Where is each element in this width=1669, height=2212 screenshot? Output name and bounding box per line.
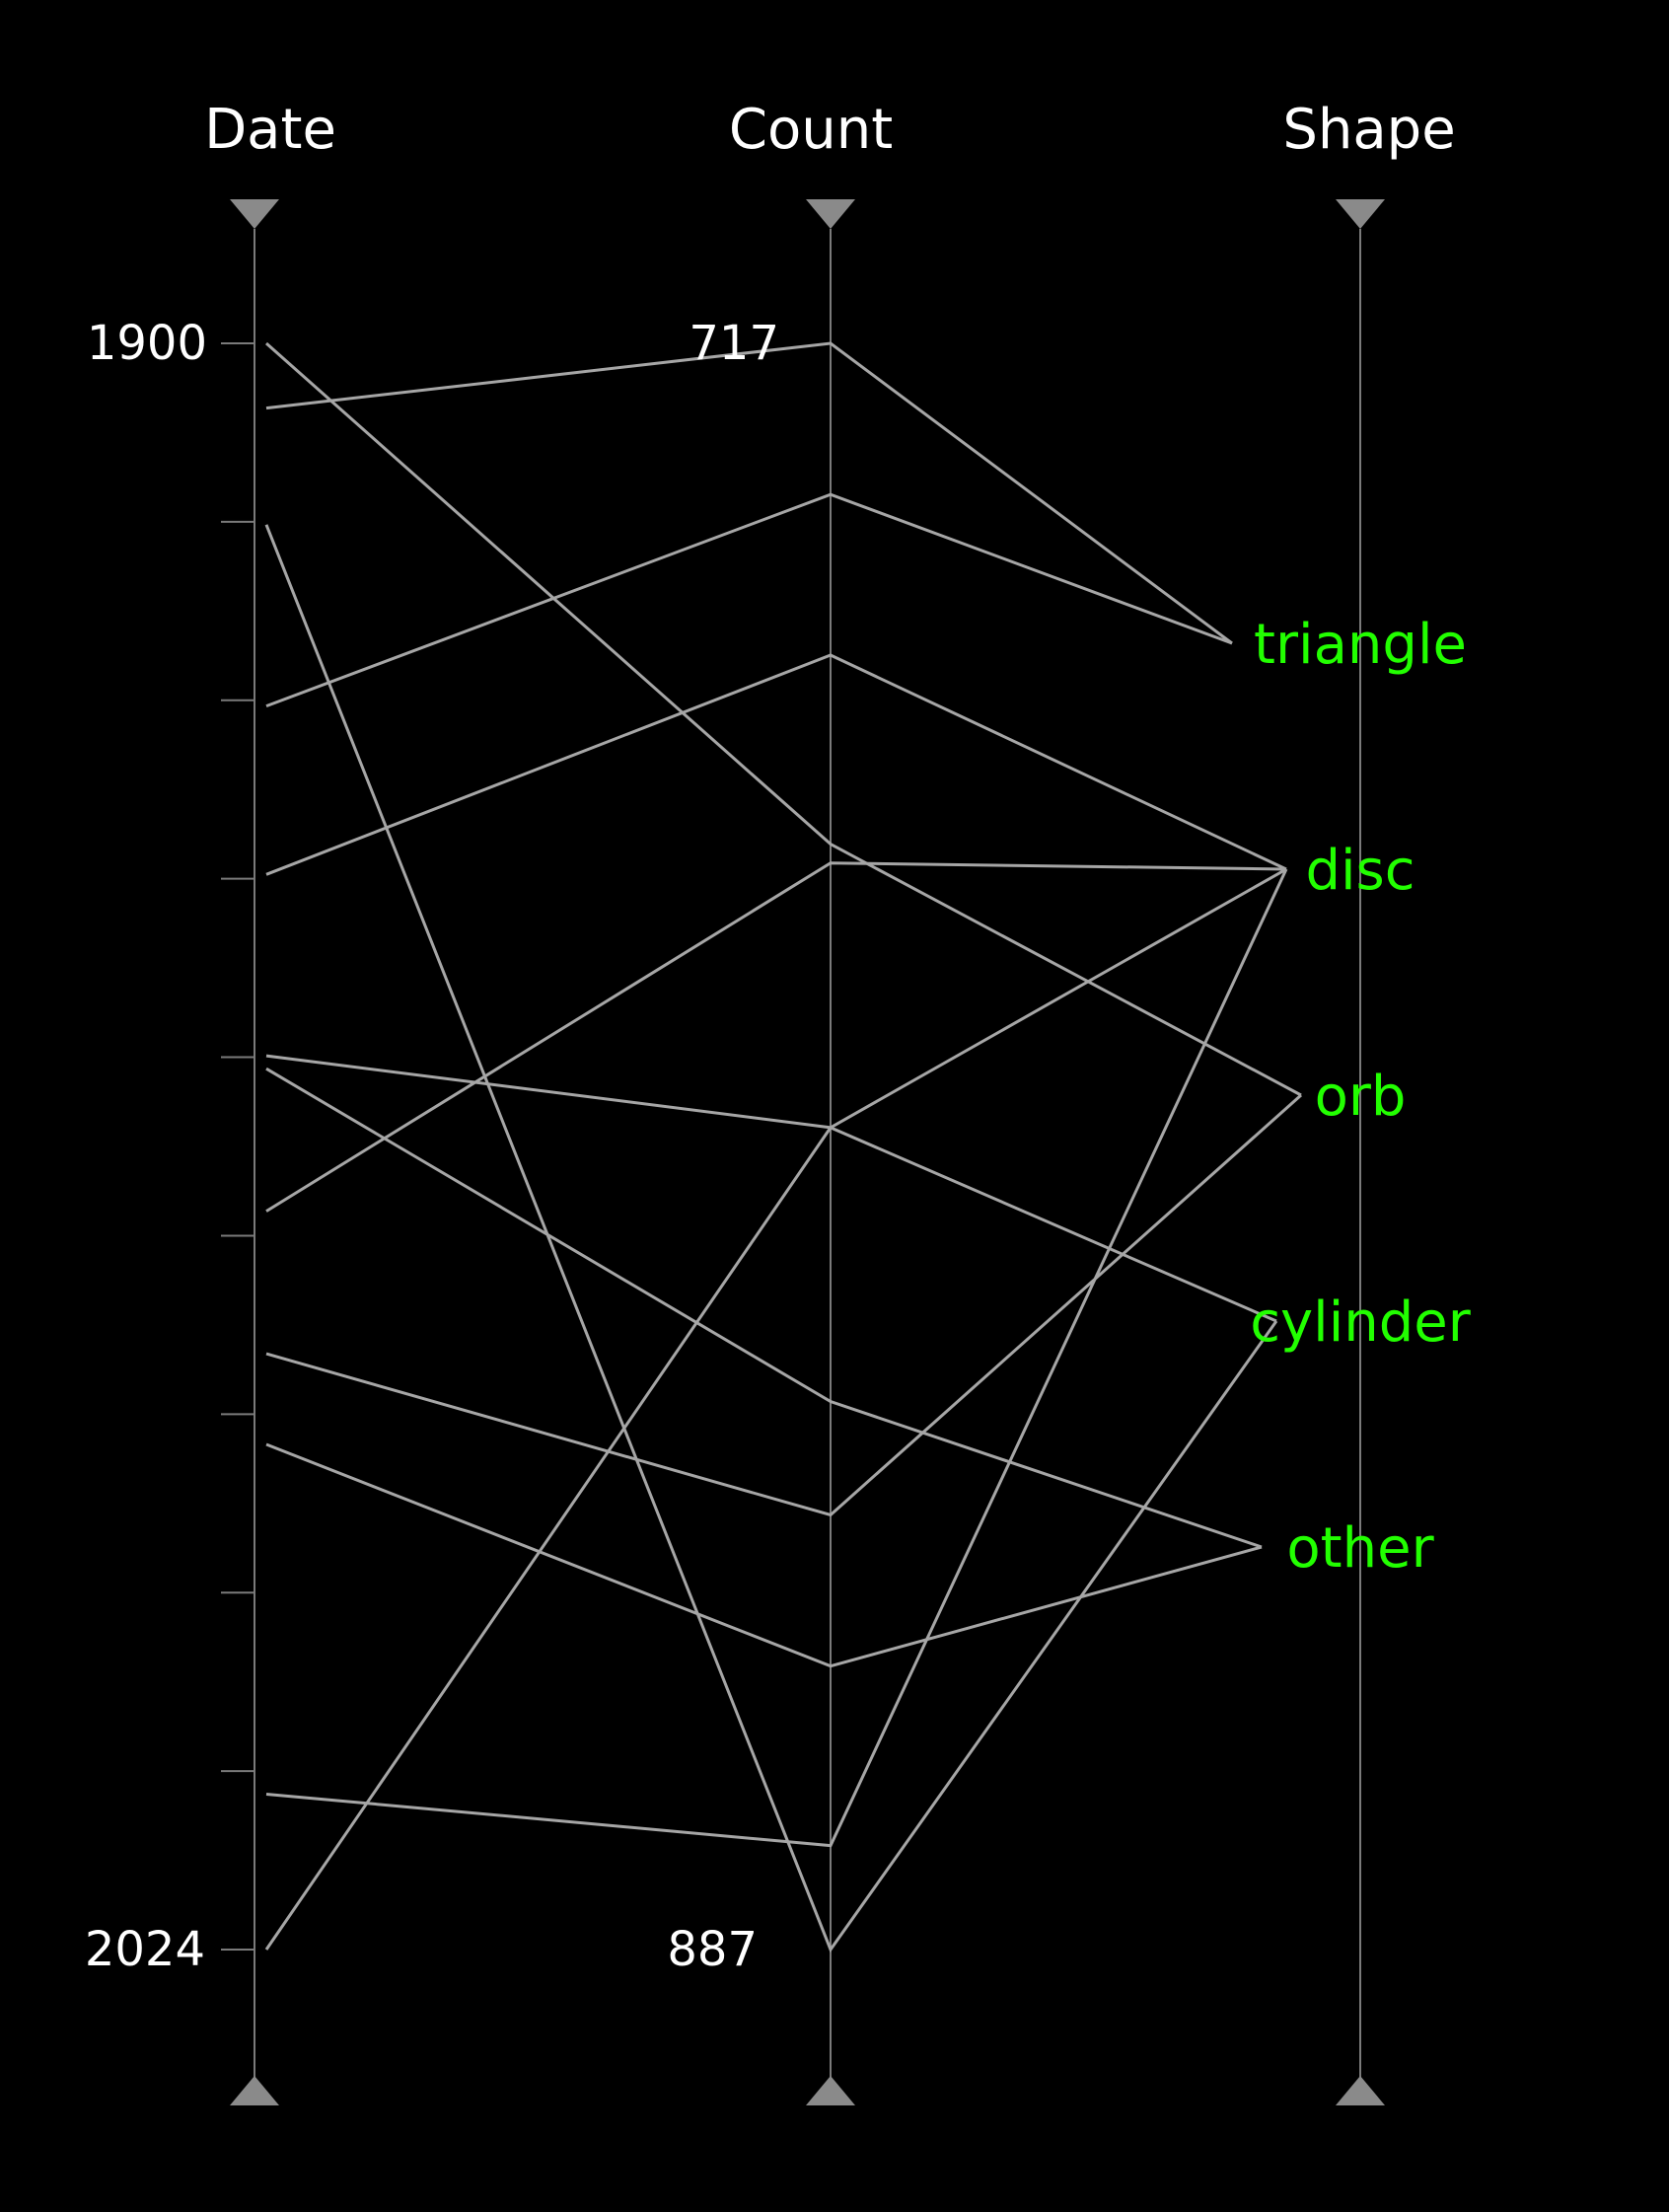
count-tick-label-max: 887 xyxy=(667,1922,758,1977)
record-line xyxy=(265,1093,1302,1517)
shape-category-label-triangle: triangle xyxy=(1254,613,1467,677)
shape-category-label-cylinder: cylinder xyxy=(1250,1290,1472,1355)
record-line xyxy=(265,653,1287,876)
labels-layer: Date Count Shape 1900 2024 717 887 triangle disc… xyxy=(85,98,1472,1977)
record-line xyxy=(265,341,1302,1097)
date-tick-label-min: 1900 xyxy=(87,316,207,371)
axis-bottom-handle-date xyxy=(230,2076,279,2105)
shape-category-label-disc: disc xyxy=(1305,839,1415,903)
axis-bottom-handle-shape xyxy=(1336,2076,1385,2105)
axis-title-count: Count xyxy=(729,98,893,162)
record-line xyxy=(265,861,1287,1213)
record-line xyxy=(265,1442,1263,1668)
record-line xyxy=(264,867,1287,1951)
shape-category-label-other: other xyxy=(1286,1516,1434,1581)
record-line xyxy=(265,1067,1263,1549)
shape-category-label-orb: orb xyxy=(1315,1065,1407,1129)
axis-top-handle-shape xyxy=(1336,199,1385,229)
axis-title-date: Date xyxy=(204,98,336,162)
date-tick-label-max: 2024 xyxy=(85,1922,205,1977)
axis-title-shape: Shape xyxy=(1282,98,1455,162)
record-line xyxy=(265,492,1233,708)
axis-top-handle-date xyxy=(230,199,279,229)
record-line xyxy=(265,341,1233,645)
lines-layer xyxy=(264,341,1302,1954)
axis-top-handle-count xyxy=(806,199,855,229)
count-tick-label-min: 717 xyxy=(689,316,779,371)
record-line xyxy=(264,524,1278,1954)
axes-layer xyxy=(221,199,1385,2105)
axis-bottom-handle-count xyxy=(806,2076,855,2105)
record-line xyxy=(265,868,1288,1848)
